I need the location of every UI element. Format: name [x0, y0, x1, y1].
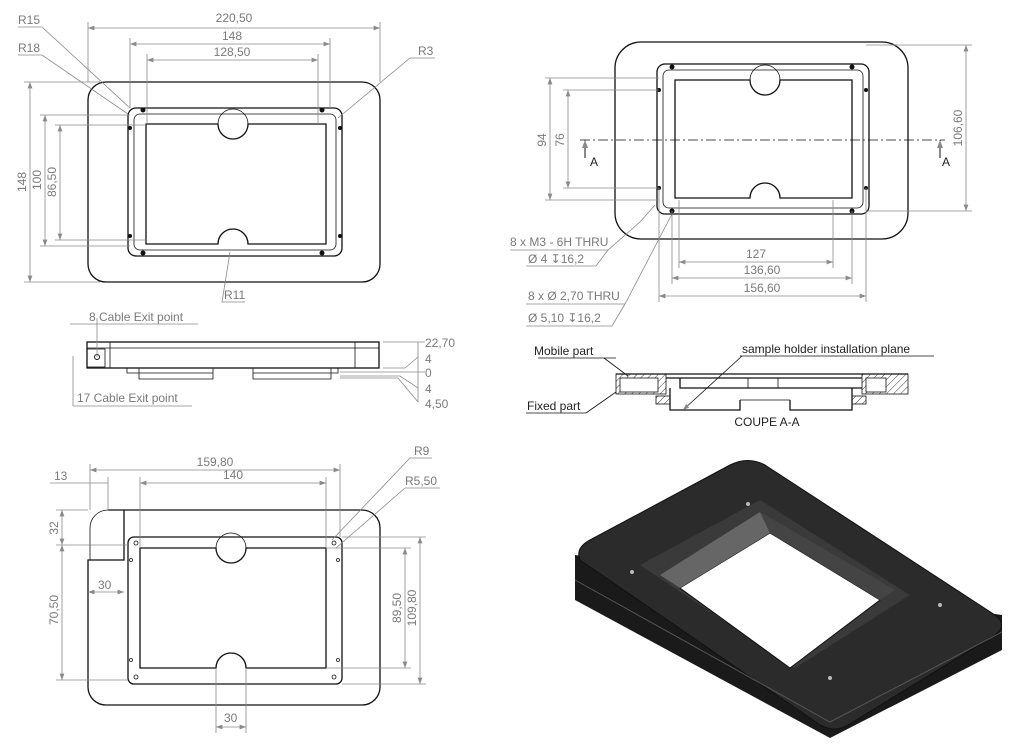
hole-callout-2-70: 8 x Ø 2,70 THRU	[528, 289, 620, 303]
dim-159-80: 159,80	[197, 455, 234, 469]
dim-109-80: 109,80	[405, 589, 419, 626]
top-view: 220,50 148 128,50 148 100 86,50 R15 R18 …	[15, 11, 435, 303]
window-outline	[145, 123, 327, 245]
plate-outline	[614, 41, 909, 240]
section-mark-left: A	[590, 155, 598, 169]
section-view: Mobile part Fixed part sample holder ins…	[526, 342, 934, 429]
cable-exit-top-label: 8 Cable Exit point	[89, 310, 184, 324]
radius-r18: R18	[18, 41, 40, 55]
radius-r15: R15	[18, 13, 40, 27]
level-4-top: 4	[425, 352, 432, 366]
dim-32: 32	[47, 521, 61, 535]
side-view: 8 Cable Exit point 17 Cable Exit point 2…	[70, 310, 455, 411]
dim-frame-height: 100	[30, 170, 44, 190]
hole-callout-m3-depth: Ø 4 ↧16,2	[528, 252, 584, 266]
dim-156-60: 156,60	[744, 281, 781, 295]
plate-outline	[87, 81, 381, 283]
dim-140: 140	[223, 468, 243, 482]
level-22-70: 22,70	[425, 336, 455, 350]
hole-callout-m3: 8 x M3 - 6H THRU	[510, 235, 608, 249]
dim-30-bottom: 30	[224, 711, 238, 725]
section-mark-right: A	[942, 155, 950, 169]
dim-inner-height: 86,50	[45, 167, 59, 197]
radius-r11: R11	[224, 288, 245, 302]
hole-callout-2-70-depth: Ø 5,10 ↧16,2	[528, 311, 601, 325]
plate-outline	[87, 509, 381, 706]
dim-13: 13	[54, 469, 68, 483]
dim-106-60: 106,60	[951, 109, 965, 146]
section-title: COUPE A-A	[734, 415, 799, 429]
dim-inner-width: 128,50	[214, 45, 251, 59]
fixed-part-label: Fixed part	[527, 399, 581, 413]
mobile-part-label: Mobile part	[534, 344, 594, 358]
dim-127: 127	[746, 247, 766, 261]
cable-exit-bottom-label: 17 Cable Exit point	[77, 391, 178, 405]
dim-94: 94	[535, 133, 549, 147]
dim-76: 76	[553, 133, 567, 147]
dim-frame-width: 148	[222, 29, 242, 43]
radius-r5-50: R5,50	[405, 474, 437, 488]
dim-89-50: 89,50	[390, 593, 404, 623]
right-top-view: A A 94 76 106,60 127 136,60 156,60 8 x M…	[510, 41, 972, 327]
dim-30-left: 30	[98, 578, 112, 592]
level-0: 0	[425, 366, 432, 380]
level-4-50: 4,50	[425, 397, 449, 411]
dim-70-50: 70,50	[47, 595, 61, 625]
installation-plane-label: sample holder installation plane	[742, 342, 910, 356]
frame-outline	[127, 107, 343, 257]
isometric-render	[574, 460, 1003, 738]
level-4-bottom: 4	[425, 382, 432, 396]
bottom-view: 159,80 140 13 32 70,50 30 89,50 109,80 3…	[47, 444, 440, 733]
dim-overall-width: 220,50	[216, 11, 253, 25]
radius-r9: R9	[414, 444, 430, 458]
radius-r3: R3	[418, 44, 434, 58]
dim-overall-height: 148	[15, 172, 29, 192]
dim-136-60: 136,60	[744, 263, 781, 277]
